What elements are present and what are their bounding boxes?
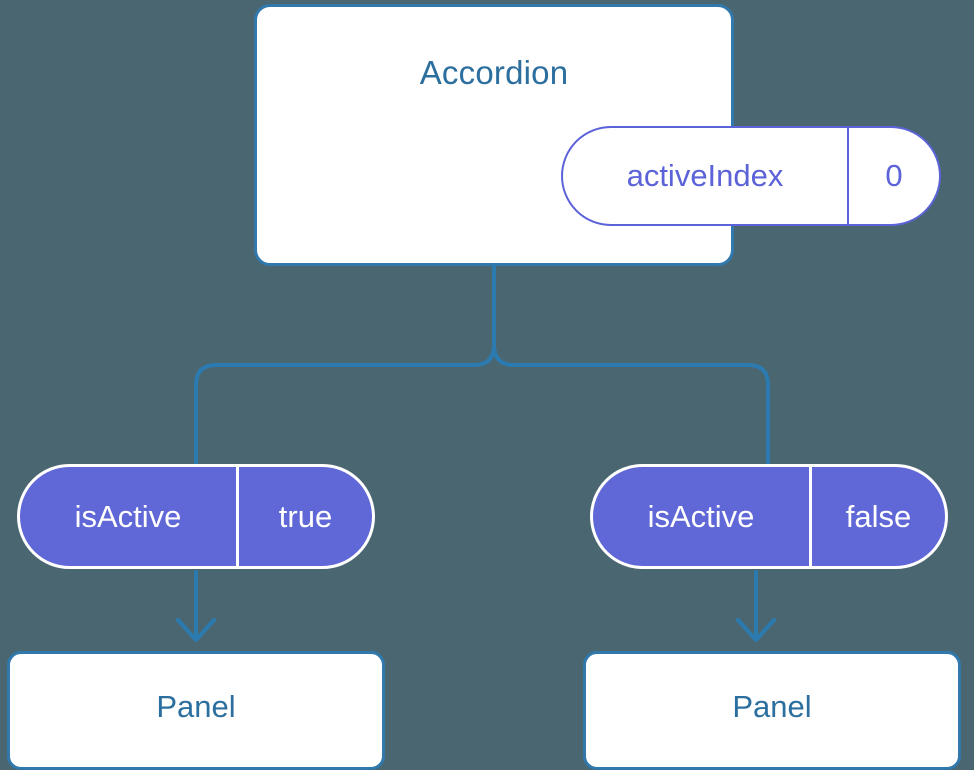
arrow-head-right — [736, 618, 776, 642]
panel-title: Panel — [732, 688, 812, 724]
panel-node-right[interactable]: Panel — [583, 651, 961, 770]
prop-pill-is-active-true[interactable]: isActive true — [17, 464, 375, 569]
branch-line-right — [492, 343, 770, 466]
branch-line-left — [194, 343, 496, 466]
prop-pill-value: false — [809, 467, 945, 566]
prop-pill-key: isActive — [74, 498, 182, 534]
prop-pill-value: true — [236, 467, 372, 566]
state-pill-value: 0 — [847, 128, 939, 224]
accordion-title: Accordion — [419, 54, 569, 91]
arrow-head-left — [176, 618, 216, 642]
panel-title: Panel — [156, 688, 236, 724]
accordion-node[interactable]: Accordion activeIndex 0 — [254, 4, 941, 266]
prop-pill-key: isActive — [647, 498, 755, 534]
panel-node-left[interactable]: Panel — [7, 651, 385, 770]
prop-pill-is-active-false[interactable]: isActive false — [590, 464, 948, 569]
state-pill-key: activeIndex — [626, 158, 784, 193]
state-pill-active-index[interactable]: activeIndex 0 — [561, 126, 941, 226]
